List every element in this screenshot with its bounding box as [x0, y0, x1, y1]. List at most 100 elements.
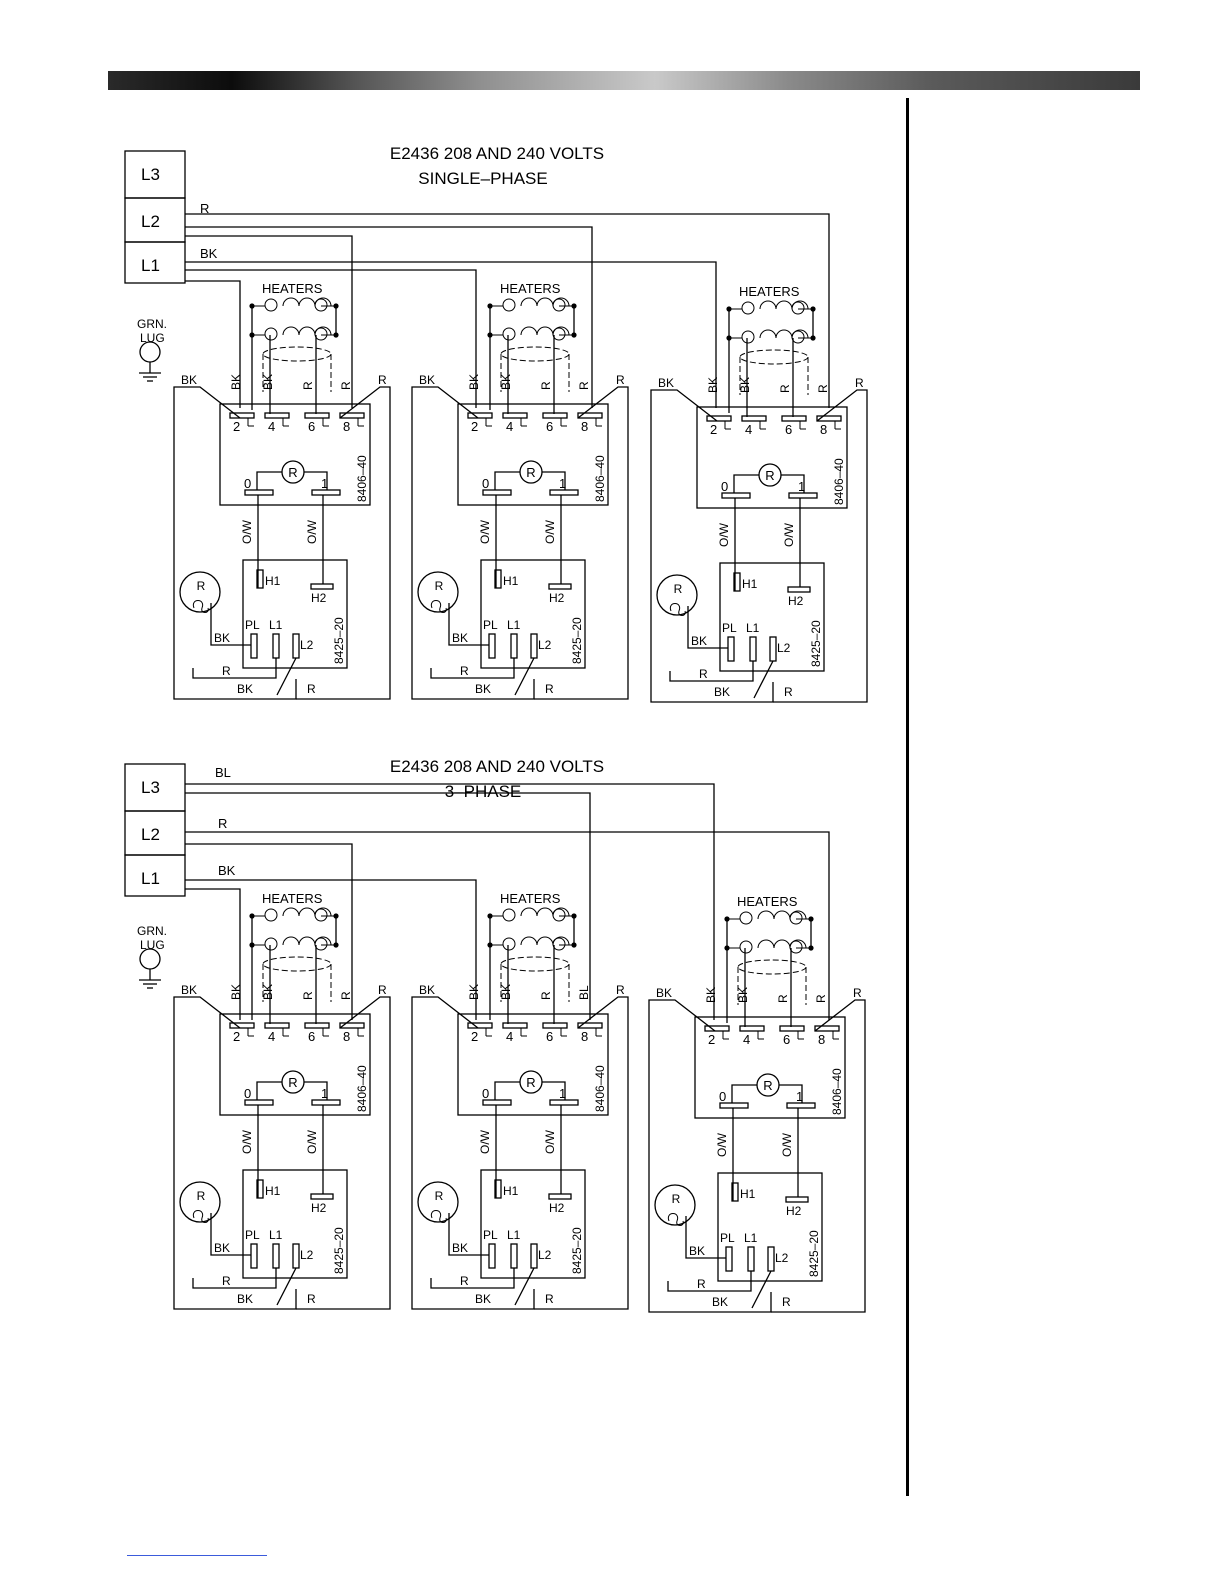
- module-1ph-2-lamp-bk-label: BK: [691, 634, 707, 648]
- module-1ph-1-switch-contact: [502, 412, 528, 419]
- module-3ph-2-heater-terminal: [739, 940, 753, 954]
- module-3ph-2-pilot-label: R: [763, 1078, 772, 1093]
- module-1ph-0-switch-terminal-1: 4: [268, 419, 275, 434]
- module-1ph-2-heaters-label: HEATERS: [739, 284, 800, 299]
- module-3ph-0-r-label: R: [301, 991, 315, 1000]
- module-1ph-1-switch-terminal-0: 2: [471, 419, 478, 434]
- module-3ph-2-outer-wire-right: [771, 999, 866, 1313]
- module-1ph-0-switch-terminal-3: 8: [343, 419, 350, 434]
- section-1-bk-label: BK: [218, 863, 236, 878]
- module-3ph-1-outer-wire-right: [534, 996, 629, 1310]
- module-1ph-1-heater-terminal: [502, 327, 516, 341]
- section-0-l1-feed-b: [185, 269, 477, 408]
- module-1ph-0-pilot-wire: [304, 471, 328, 490]
- section-1-terminal-1: L2: [141, 825, 160, 844]
- module-3ph-1-bk-label: BK: [499, 984, 513, 1000]
- module-1ph-1-loop-r2-label: R: [545, 682, 554, 696]
- footer-link-underline: [127, 1555, 267, 1556]
- module-1ph-1-pl-terminal: [488, 633, 496, 659]
- module-3ph-2-pilot-terminal-1: 1: [796, 1089, 803, 1104]
- module-3ph-0-pl-label: PL: [245, 1228, 260, 1242]
- module-3ph-0-h1-terminal: [256, 1179, 264, 1199]
- module-3ph-0-pilot-label: R: [288, 1075, 297, 1090]
- module-3ph-0-switch-terminal-3: 8: [343, 1029, 350, 1044]
- module-1ph-1-h1-label: H1: [503, 574, 519, 588]
- module-1ph-0-h1-terminal: [256, 569, 264, 589]
- module-3ph-2-pl-terminal: [725, 1246, 733, 1272]
- module-3ph-2-h2-terminal: [785, 1196, 809, 1203]
- module-3ph-2-thermostat-box: [717, 1172, 823, 1282]
- section-1-l1-feed: [185, 879, 477, 1020]
- module-1ph-2-h2-terminal: [787, 586, 811, 593]
- module-1ph-1-heater-terminal: [552, 327, 566, 341]
- module-3ph-1-h2-terminal: [548, 1193, 572, 1200]
- module-1ph-2-h1-label: H1: [742, 577, 758, 591]
- module-1ph-2-switch-contact: [741, 415, 767, 422]
- module-3ph-0-lamp: [179, 1181, 221, 1223]
- module-1ph-1-heater-terminal: [502, 298, 516, 312]
- module-3ph-1-switch-terminal-0: 2: [471, 1029, 478, 1044]
- module-3ph-2-switch-terminal-0: 2: [708, 1032, 715, 1047]
- module-3ph-1-loop-bk-label: BK: [475, 1292, 491, 1306]
- module-3ph-2-feed-bk-label: BK: [704, 987, 718, 1003]
- ground-lug-symbol: [139, 341, 161, 363]
- module-1ph-0-switch-terminal-0-plate: [244, 489, 274, 496]
- module-3ph-2-switch-contact: [739, 1025, 765, 1032]
- module-3ph-1-loop-r2-label: R: [545, 1292, 554, 1306]
- module-1ph-0-r-label: R: [301, 381, 315, 390]
- module-1ph-0-harness-dashed: [262, 346, 332, 362]
- section-1-bl-label: BL: [215, 765, 231, 780]
- module-1ph-2-lamp-wire: [687, 606, 728, 649]
- section-0-title-line2: SINGLE–PHASE: [418, 169, 547, 188]
- vertical-rule: [906, 98, 909, 1496]
- module-1ph-1-bk-label: BK: [499, 374, 513, 390]
- module-1ph-0-pl-terminal: [250, 633, 258, 659]
- section-1-terminal-0: L3: [141, 778, 160, 797]
- module-3ph-0-pilot-wire: [256, 1081, 282, 1100]
- module-1ph-2-outer-wire-left: [650, 389, 774, 703]
- module-3ph-1-switch-terminal-0-plate: [482, 1099, 512, 1106]
- module-3ph-2-h1-label: H1: [740, 1187, 756, 1201]
- module-1ph-2-bk-label: BK: [738, 377, 752, 393]
- ground-lug-symbol: [139, 948, 161, 970]
- module-3ph-1-l1-terminal: [510, 1243, 518, 1269]
- module-1ph-2-lamp-filament: [669, 603, 686, 616]
- section-0-l2-feed-c: [185, 235, 353, 408]
- module-3ph-2-lamp-wire: [685, 1216, 726, 1259]
- module-1ph-1-switch-terminal-2: 6: [546, 419, 553, 434]
- module-1ph-2-heater-coil: [759, 300, 809, 310]
- module-1ph-2-switch-part: 8406–40: [832, 458, 846, 505]
- module-3ph-0-h1-label: H1: [265, 1184, 281, 1198]
- module-1ph-0-loop-r-label: R: [222, 664, 231, 678]
- module-1ph-2-heater-terminal: [791, 330, 805, 344]
- module-1ph-2-pilot-terminal-0: 0: [721, 479, 728, 494]
- module-1ph-0-l1-label: L1: [269, 618, 283, 632]
- module-1ph-1-switch-contact: [542, 412, 568, 419]
- module-1ph-2-ow-label: O/W: [717, 522, 731, 547]
- module-3ph-2-lamp-filament: [667, 1213, 684, 1226]
- module-1ph-2-switch-box: [696, 406, 848, 509]
- module-1ph-0-loop-r2-label: R: [307, 682, 316, 696]
- module-3ph-2-l2-label: L2: [775, 1251, 789, 1265]
- module-3ph-1-switch-contact: [577, 1022, 603, 1029]
- module-3ph-2-h2-label: H2: [786, 1204, 802, 1218]
- module-1ph-0-heater-terminal: [314, 298, 328, 312]
- module-3ph-0-outer-bk-label: BK: [181, 983, 197, 997]
- module-1ph-1-lamp-bk-label: BK: [452, 631, 468, 645]
- module-1ph-1-feed-r-label: R: [577, 381, 591, 390]
- module-3ph-0-thermostat-box: [242, 1169, 348, 1279]
- module-3ph-0-h2-label: H2: [311, 1201, 327, 1215]
- module-1ph-1-lamp: [417, 571, 459, 613]
- module-1ph-0-heater-coil: [282, 297, 332, 307]
- module-3ph-2-switch-contact: [704, 1025, 730, 1032]
- module-3ph-1-heaters-label: HEATERS: [500, 891, 561, 906]
- section-1-terminal-2: L1: [141, 869, 160, 888]
- module-1ph-2-switch-terminal-1: 4: [745, 422, 752, 437]
- module-1ph-0-heater-terminal: [264, 327, 278, 341]
- module-1ph-2-ow-label: O/W: [782, 522, 796, 547]
- module-1ph-2-thermostat-part: 8425–20: [809, 620, 823, 667]
- section-0-l1-feed: [185, 261, 717, 408]
- module-1ph-1-switch-terminal-3: 8: [581, 419, 588, 434]
- module-1ph-2-lamp-label: R: [674, 582, 683, 596]
- module-3ph-0-l2-wire: [276, 1267, 297, 1306]
